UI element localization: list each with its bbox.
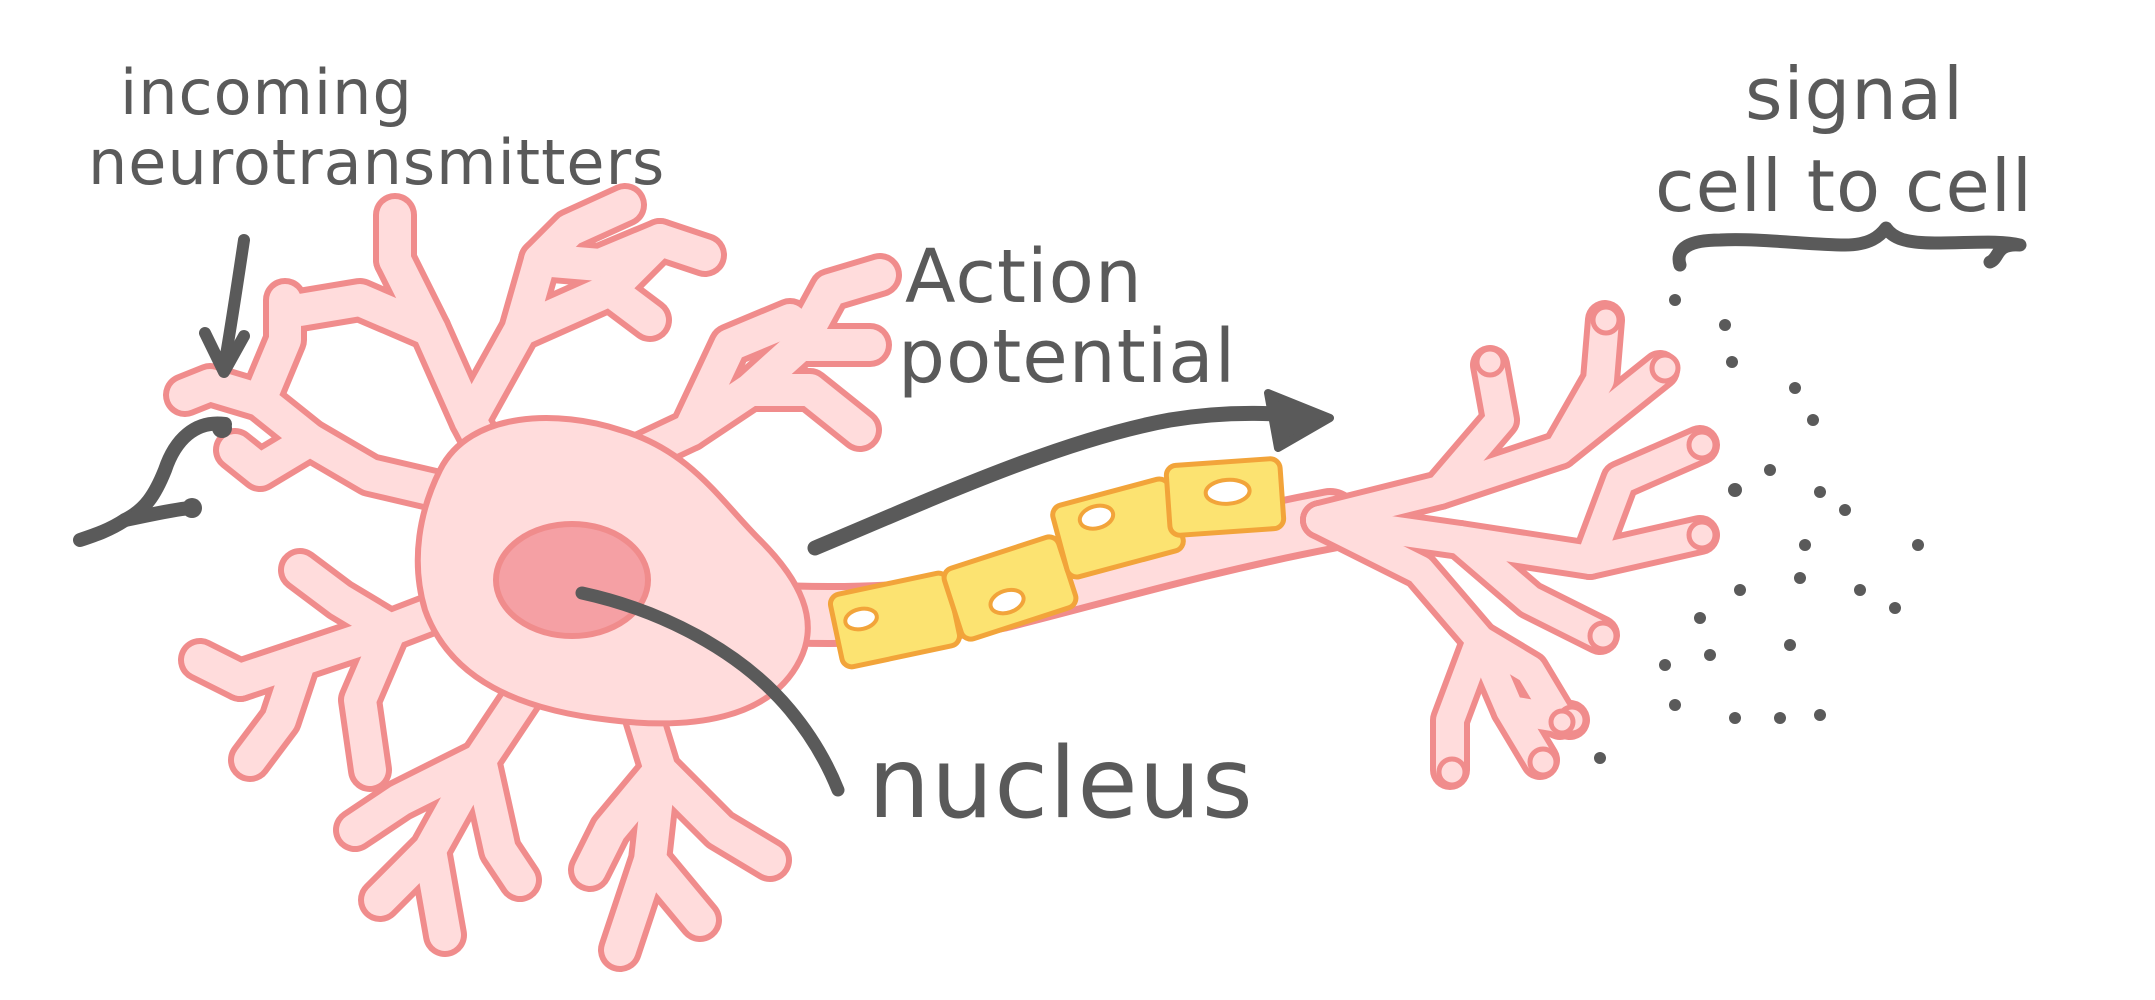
nucleus <box>496 524 648 636</box>
axon-terminals <box>1320 320 1700 770</box>
brace-icon <box>1679 228 2020 265</box>
incoming-neurotransmitters-label-line2: neurotransmitters <box>88 132 665 194</box>
nucleus-label: nucleus <box>868 735 1254 833</box>
receptor-hook-icon <box>80 418 232 540</box>
action-potential-label-line2: potential <box>898 320 1236 394</box>
signal-cell-to-cell-label-line2: cell to cell <box>1655 150 2033 222</box>
signal-cell-to-cell-label-line1: signal <box>1745 58 1964 130</box>
incoming-neurotransmitters-label-line1: incoming <box>120 62 413 124</box>
arrow-down-icon <box>205 240 244 372</box>
action-potential-label-line1: Action <box>905 240 1143 314</box>
